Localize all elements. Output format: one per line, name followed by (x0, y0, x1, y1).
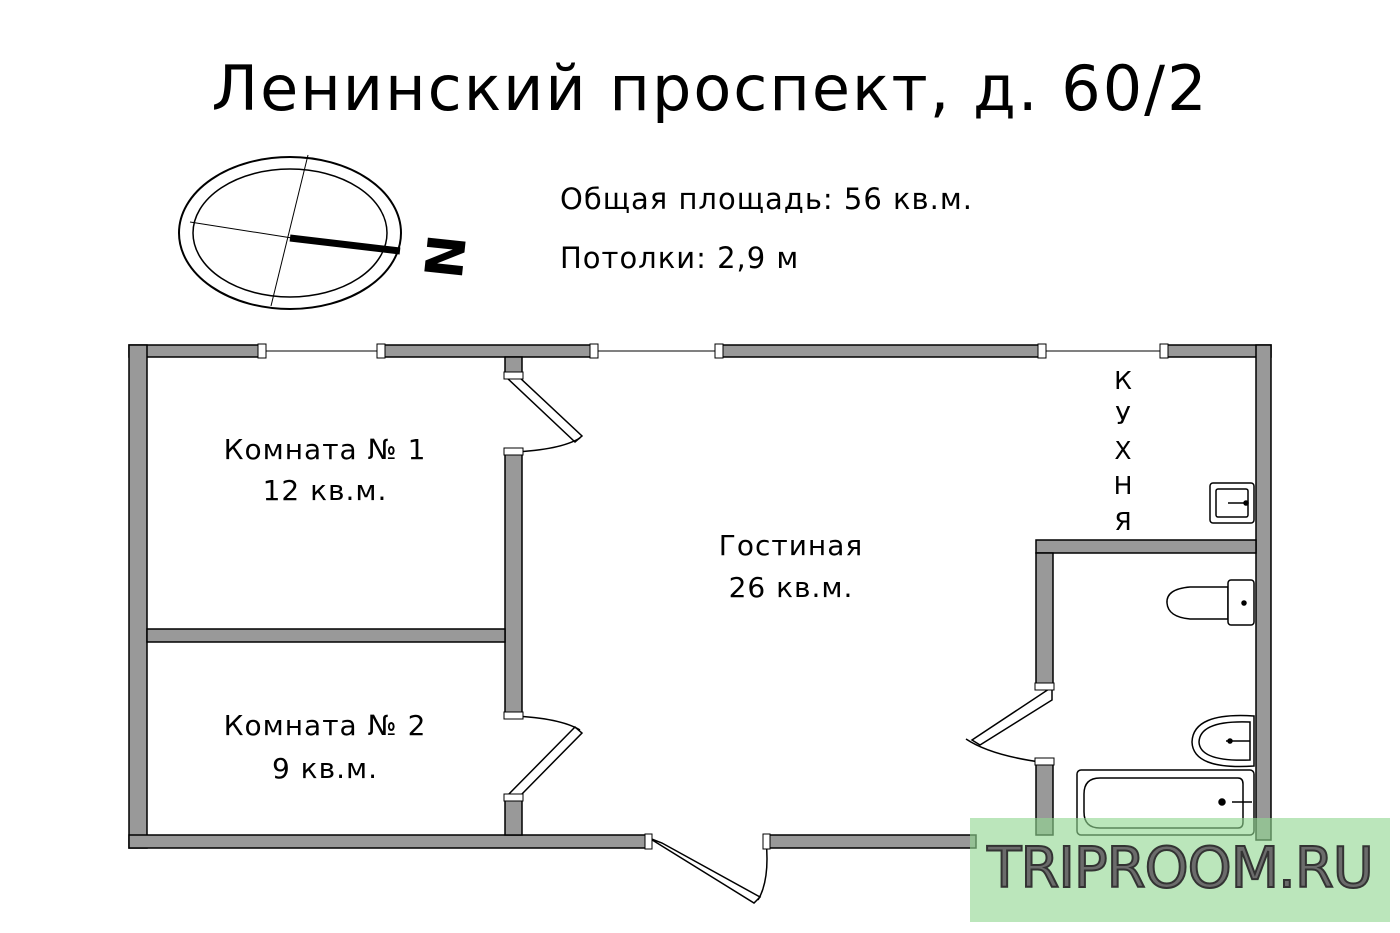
wall-segment (1035, 539, 1257, 554)
watermark-text: TRIPROOM.RU (986, 835, 1374, 902)
living-room-area: 26 кв.м. (729, 571, 854, 604)
wall-segment (719, 344, 1043, 358)
wall-segment (1164, 344, 1272, 358)
room-labels: Комната № 1 12 кв.м. Комната № 2 9 кв.м.… (224, 366, 1133, 785)
toilet-icon (1166, 579, 1255, 626)
total-area-text: Общая площадь: 56 кв.м. (560, 182, 973, 216)
ceiling-height-text: Потолки: 2,9 м (560, 241, 800, 275)
page-title: Ленинский проспект, д. 60/2 (211, 52, 1209, 125)
fixtures (1076, 482, 1255, 836)
kitchen-letter: Х (1114, 436, 1131, 465)
kitchen-sink-icon (1209, 482, 1255, 524)
wall-segment (765, 834, 977, 849)
watermark: TRIPROOM.RU (970, 818, 1390, 922)
door-bathroom (970, 685, 1053, 746)
door-entrance (648, 837, 762, 904)
kitchen-letter: Н (1114, 471, 1133, 500)
wall-segment (504, 796, 523, 836)
wall-segment (128, 344, 148, 849)
room2-area: 9 кв.м. (272, 752, 378, 785)
north-label: N (411, 232, 475, 282)
wall-segment (128, 344, 262, 358)
door-arc (965, 738, 1041, 763)
kitchen-letter: К (1114, 366, 1132, 395)
door-room2 (504, 725, 584, 798)
wall-segment (128, 834, 650, 849)
living-room-name: Гостиная (719, 529, 863, 562)
room1-name: Комната № 1 (224, 433, 427, 466)
wall-segment (146, 628, 506, 643)
kitchen-letter: Я (1114, 507, 1131, 536)
room2-name: Комната № 2 (224, 709, 427, 742)
windows (257, 343, 1169, 359)
wall-segment (380, 344, 594, 358)
wall-segment (1255, 344, 1272, 841)
kitchen-letter: У (1115, 401, 1130, 430)
washbasin-icon (1191, 714, 1255, 768)
doors (503, 371, 1055, 904)
room1-area: 12 кв.м. (263, 474, 388, 507)
door-room1 (504, 376, 584, 444)
wall-segment (1035, 552, 1054, 688)
wall-segment (504, 451, 523, 717)
compass-icon: N (178, 154, 475, 310)
